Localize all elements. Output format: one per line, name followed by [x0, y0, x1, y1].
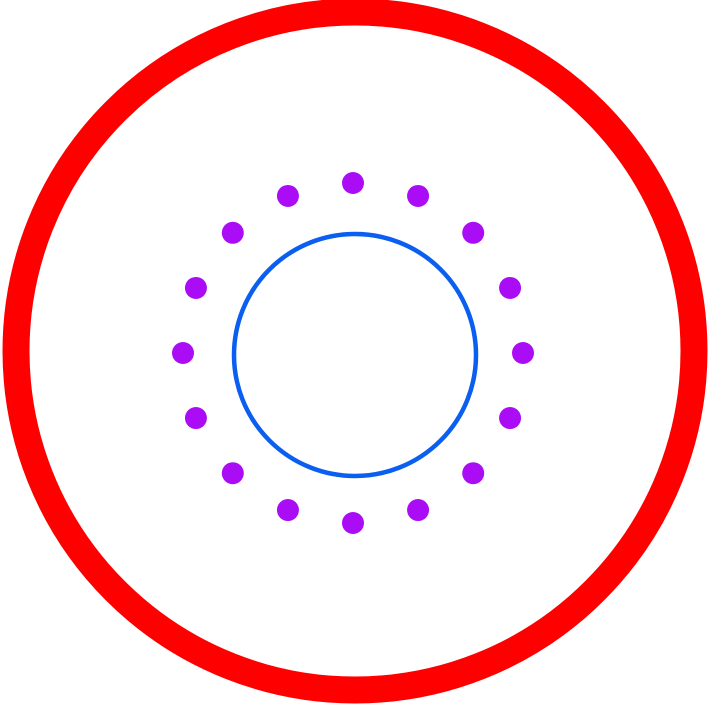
purple-dot	[172, 342, 194, 364]
purple-dot-ring	[172, 172, 534, 534]
purple-dot	[462, 221, 485, 244]
purple-dot	[342, 172, 364, 194]
purple-dot	[221, 462, 244, 485]
purple-dot	[184, 407, 207, 430]
purple-dot	[499, 276, 522, 299]
inner-blue-circle	[231, 231, 479, 479]
purple-dot	[276, 184, 299, 207]
purple-dot	[342, 512, 364, 534]
purple-dot	[276, 499, 299, 522]
purple-dot	[499, 407, 522, 430]
purple-dot	[462, 462, 485, 485]
purple-dot	[407, 184, 430, 207]
purple-dot	[512, 342, 534, 364]
purple-dot	[407, 499, 430, 522]
purple-dot	[184, 276, 207, 299]
purple-dot	[221, 221, 244, 244]
